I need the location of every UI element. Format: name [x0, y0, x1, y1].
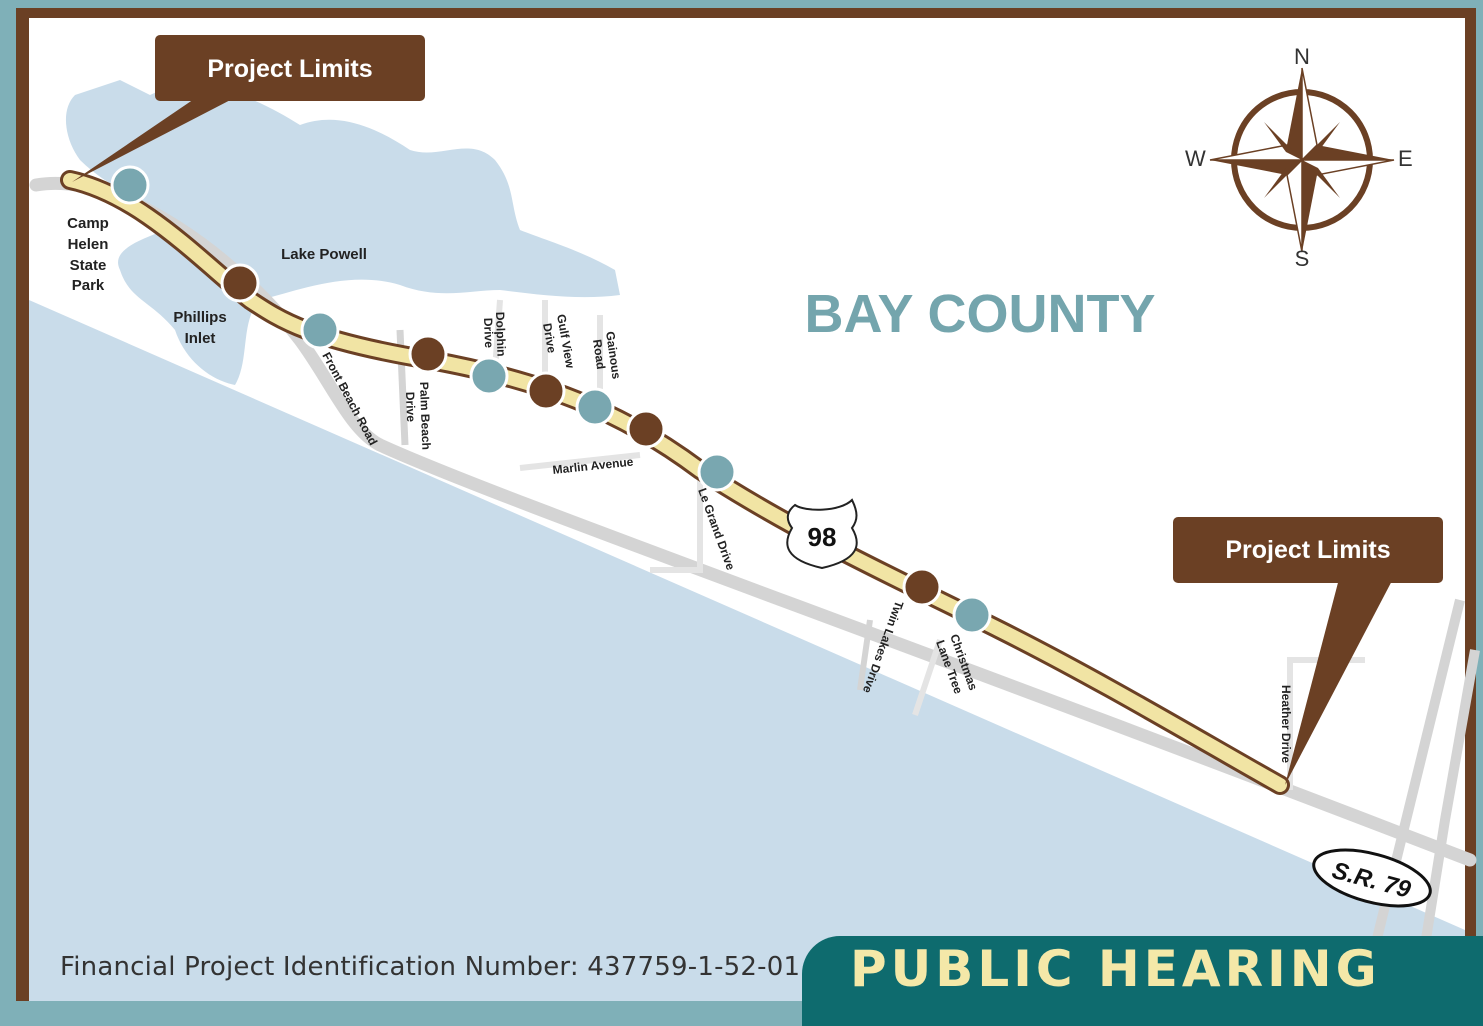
financial-project-id: Financial Project Identification Number:…	[60, 952, 800, 982]
us98-shield-label: 98	[808, 522, 837, 552]
christmas-tree-lane-line	[912, 639, 943, 716]
region-label: BAY COUNTY	[804, 284, 1155, 344]
marker-teal[interactable]	[575, 387, 615, 427]
marker-brown[interactable]	[220, 263, 260, 303]
svg-text:Helen: Helen	[68, 236, 109, 253]
marlin-avenue-line	[519, 452, 641, 471]
lake-powell-water	[65, 80, 621, 385]
gulf-view-drive-label-2: Drive	[540, 322, 559, 354]
marker-brown[interactable]	[408, 334, 448, 374]
compass-rose: N S E W	[1185, 44, 1413, 271]
public-hearing-title: PUBLIC HEARING	[850, 940, 1381, 998]
lake-powell-label: Lake Powell	[281, 246, 367, 263]
sr79-shield: S.R. 79	[1312, 848, 1432, 908]
palm-beach-drive-label-2: Drive	[403, 392, 418, 423]
compass-n: N	[1294, 44, 1310, 69]
marker-teal[interactable]	[697, 452, 737, 492]
compass-w: W	[1185, 146, 1206, 171]
palm-beach-drive-label-1: Palm Beach	[417, 382, 433, 450]
front-beach-road-line	[29, 176, 1477, 867]
dolphin-drive-label-1: Dolphin	[493, 312, 509, 357]
lake-powell-arm	[200, 127, 270, 159]
us98-shield: 98	[786, 498, 858, 570]
phillips-inlet-label-1: Phillips	[173, 309, 226, 326]
gulf-water	[29, 300, 1465, 1008]
heather-drive-label: Heather Drive	[1279, 685, 1293, 763]
project-limits-east-label: Project Limits	[1225, 536, 1390, 564]
compass-e: E	[1398, 146, 1413, 171]
project-limits-east: Project Limits	[1173, 517, 1443, 785]
marker-teal[interactable]	[952, 595, 992, 635]
marker-teal[interactable]	[469, 356, 509, 396]
gainous-road-label-1: Gainous	[603, 330, 624, 380]
gainous-road-label-2: Road	[590, 338, 608, 370]
twin-lakes-drive-line	[857, 619, 873, 691]
map-stage: 98 S.R. 79 Project Limits Project Limits…	[16, 8, 1483, 1026]
marker-brown[interactable]	[626, 409, 666, 449]
fpid-label: Financial Project Identification Number:	[60, 952, 579, 982]
compass-s: S	[1295, 246, 1310, 271]
corridor-markers	[110, 165, 992, 635]
fpid-number: 437759-1-52-01	[587, 952, 801, 982]
marker-teal[interactable]	[110, 165, 150, 205]
marker-teal[interactable]	[300, 310, 340, 350]
dolphin-drive-label-2: Drive	[481, 318, 496, 349]
marker-brown[interactable]	[902, 567, 942, 607]
svg-text:Park: Park	[72, 277, 105, 294]
camp-helen-label: Camp Helen State Park	[67, 215, 109, 294]
project-limits-west-label: Project Limits	[207, 55, 372, 83]
svg-text:State: State	[70, 257, 107, 274]
svg-text:Camp: Camp	[67, 215, 109, 232]
project-limits-west: Project Limits	[72, 35, 425, 182]
phillips-inlet-label-2: Inlet	[185, 330, 216, 347]
map-canvas: 98 S.R. 79 Project Limits Project Limits…	[16, 8, 1480, 1010]
marker-brown[interactable]	[526, 371, 566, 411]
le-grand-drive-line	[650, 480, 703, 573]
